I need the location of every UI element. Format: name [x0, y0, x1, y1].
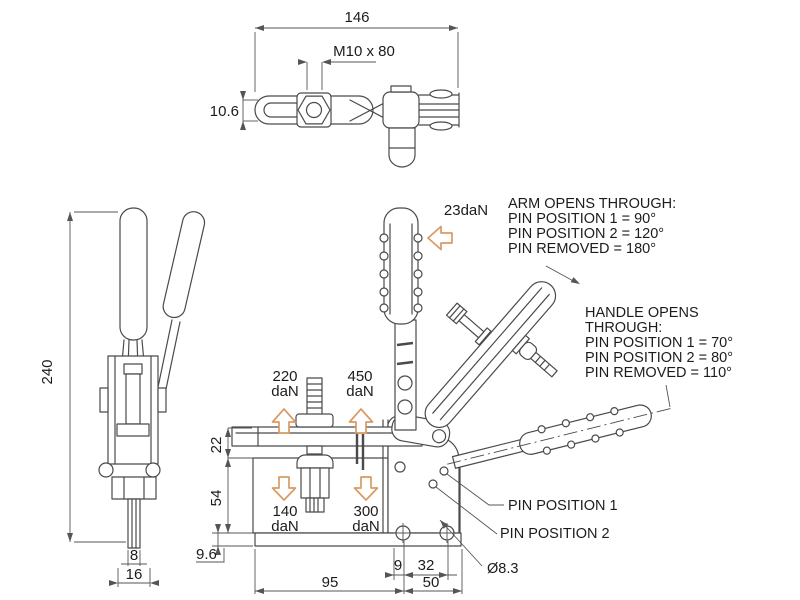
side-handle-open — [162, 211, 206, 319]
labels: 220 daN 450 daN 140 daN 300 daN 23daN AR… — [271, 196, 733, 577]
force-arrow-left-23-icon — [427, 225, 453, 251]
dim-240-label: 240 — [39, 359, 56, 384]
note-handle-line3: PIN POSITION 1 = 70° — [585, 335, 733, 351]
dim-10-6: 10.6 — [210, 91, 258, 130]
note-arm-line1: ARM OPENS THROUGH: — [508, 196, 676, 212]
side-lobe-left — [98, 462, 114, 478]
dim-8-label: 8 — [130, 547, 138, 564]
force-arrows — [271, 225, 453, 501]
side-handle-closed — [119, 207, 148, 341]
force-220-value: 220 — [272, 368, 297, 385]
handle-pivot-hole — [394, 461, 406, 473]
arm-pivot-hole — [432, 429, 447, 444]
dim-9-6-label: 9.6 — [196, 546, 217, 563]
pin-end-top — [429, 89, 453, 99]
dim-16-label: 16 — [126, 566, 143, 583]
note-handle-line1: HANDLE OPENS — [585, 305, 699, 321]
dim-54: 54 — [208, 457, 253, 533]
side-threaded-rod — [127, 498, 141, 549]
dim-9-label: 9 — [394, 557, 402, 574]
force-arrow-down-140-icon — [271, 476, 297, 501]
dim-22-label: 22 — [208, 437, 225, 454]
dim-m10x80-label: M10 x 80 — [333, 43, 395, 60]
dim-9-32: 9 32 — [385, 541, 457, 594]
dim-95-50: 95 50 — [254, 549, 463, 594]
dim-146: 146 — [254, 9, 459, 92]
front-view: 22 54 9.6 9 32 — [196, 207, 671, 594]
leaders — [435, 265, 671, 567]
dim-146-label: 146 — [344, 9, 369, 26]
pin-1-leader — [446, 473, 504, 506]
pin-position-2-label: PIN POSITION 2 — [500, 526, 610, 542]
side-lobe-right — [145, 462, 161, 478]
force-300-value: 300 — [353, 503, 378, 520]
note-arm-line2: PIN POSITION 1 = 90° — [508, 211, 656, 227]
note-handle-opens: HANDLE OPENS THROUGH: PIN POSITION 1 = 7… — [585, 305, 733, 381]
open-arm-bolt-2 — [511, 334, 558, 378]
force-140-value: 140 — [272, 503, 297, 520]
dim-50-label: 50 — [423, 574, 440, 591]
shaft-hole-2 — [397, 399, 413, 415]
force-arrow-down-300-icon — [353, 476, 379, 501]
pin-position-1-label: PIN POSITION 1 — [508, 498, 618, 514]
note-handle-line5: PIN REMOVED = 110° — [585, 365, 732, 381]
spindle-upper — [295, 377, 334, 428]
dim-240: 240 — [39, 211, 126, 543]
handle-open — [447, 404, 671, 469]
handle-note-leader — [665, 384, 671, 408]
side-view: 240 8 16 — [39, 207, 206, 587]
dim-m10x80: M10 x 80 — [298, 43, 395, 90]
handle-open-centerline — [447, 408, 671, 465]
pin-end-bottom — [429, 121, 453, 131]
dim-9-6: 9.6 — [196, 524, 253, 563]
dim-22: 22 — [208, 427, 252, 458]
note-arm-line4: PIN REMOVED = 180° — [508, 241, 656, 257]
force-220-unit: daN — [271, 383, 299, 400]
top-view: 146 M10 x 80 10.6 — [210, 9, 460, 168]
force-300-unit: daN — [352, 518, 380, 535]
force-450-unit: daN — [346, 383, 374, 400]
side-handle-link — [156, 319, 181, 395]
force-23-label: 23daN — [444, 202, 488, 219]
dim-10-6-label: 10.6 — [210, 103, 239, 120]
dim-54-label: 54 — [208, 490, 225, 507]
force-arrow-up-450-icon — [348, 408, 374, 434]
note-handle-line2: THROUGH: — [585, 320, 662, 336]
pin-position-2-hole — [428, 479, 438, 489]
force-arrow-up-220-icon — [271, 408, 297, 434]
dim-8: 8 — [121, 547, 147, 566]
note-arm-opens: ARM OPENS THROUGH: PIN POSITION 1 = 90° … — [508, 196, 676, 257]
force-450-value: 450 — [347, 368, 372, 385]
base-foot — [254, 523, 462, 547]
side-pin-left — [99, 387, 109, 413]
body-tab — [390, 85, 412, 93]
spindle-lower — [296, 445, 334, 513]
pin-2-leader — [435, 486, 498, 535]
arm-open-arrow — [545, 265, 578, 284]
pin-position-1-hole — [439, 466, 449, 476]
shaft-hole-1 — [397, 375, 413, 391]
side-pin-right — [157, 387, 167, 413]
dim-16: 16 — [109, 566, 159, 587]
hole-dia-leader — [439, 519, 483, 567]
note-arm-line3: PIN POSITION 2 = 120° — [508, 226, 664, 242]
clamp-arm-open — [424, 281, 557, 429]
handle-grip — [383, 207, 419, 325]
force-140-unit: daN — [271, 518, 299, 535]
side-hex-nut — [111, 476, 157, 500]
hole-diameter-label: Ø8.3 — [487, 561, 518, 577]
dim-32-label: 32 — [418, 557, 435, 574]
note-handle-line4: PIN POSITION 2 = 80° — [585, 350, 733, 366]
thread-hole — [305, 101, 323, 119]
open-arm-bolt-1 — [445, 302, 492, 346]
dim-95-label: 95 — [322, 574, 339, 591]
clamp-body-top — [382, 91, 420, 129]
